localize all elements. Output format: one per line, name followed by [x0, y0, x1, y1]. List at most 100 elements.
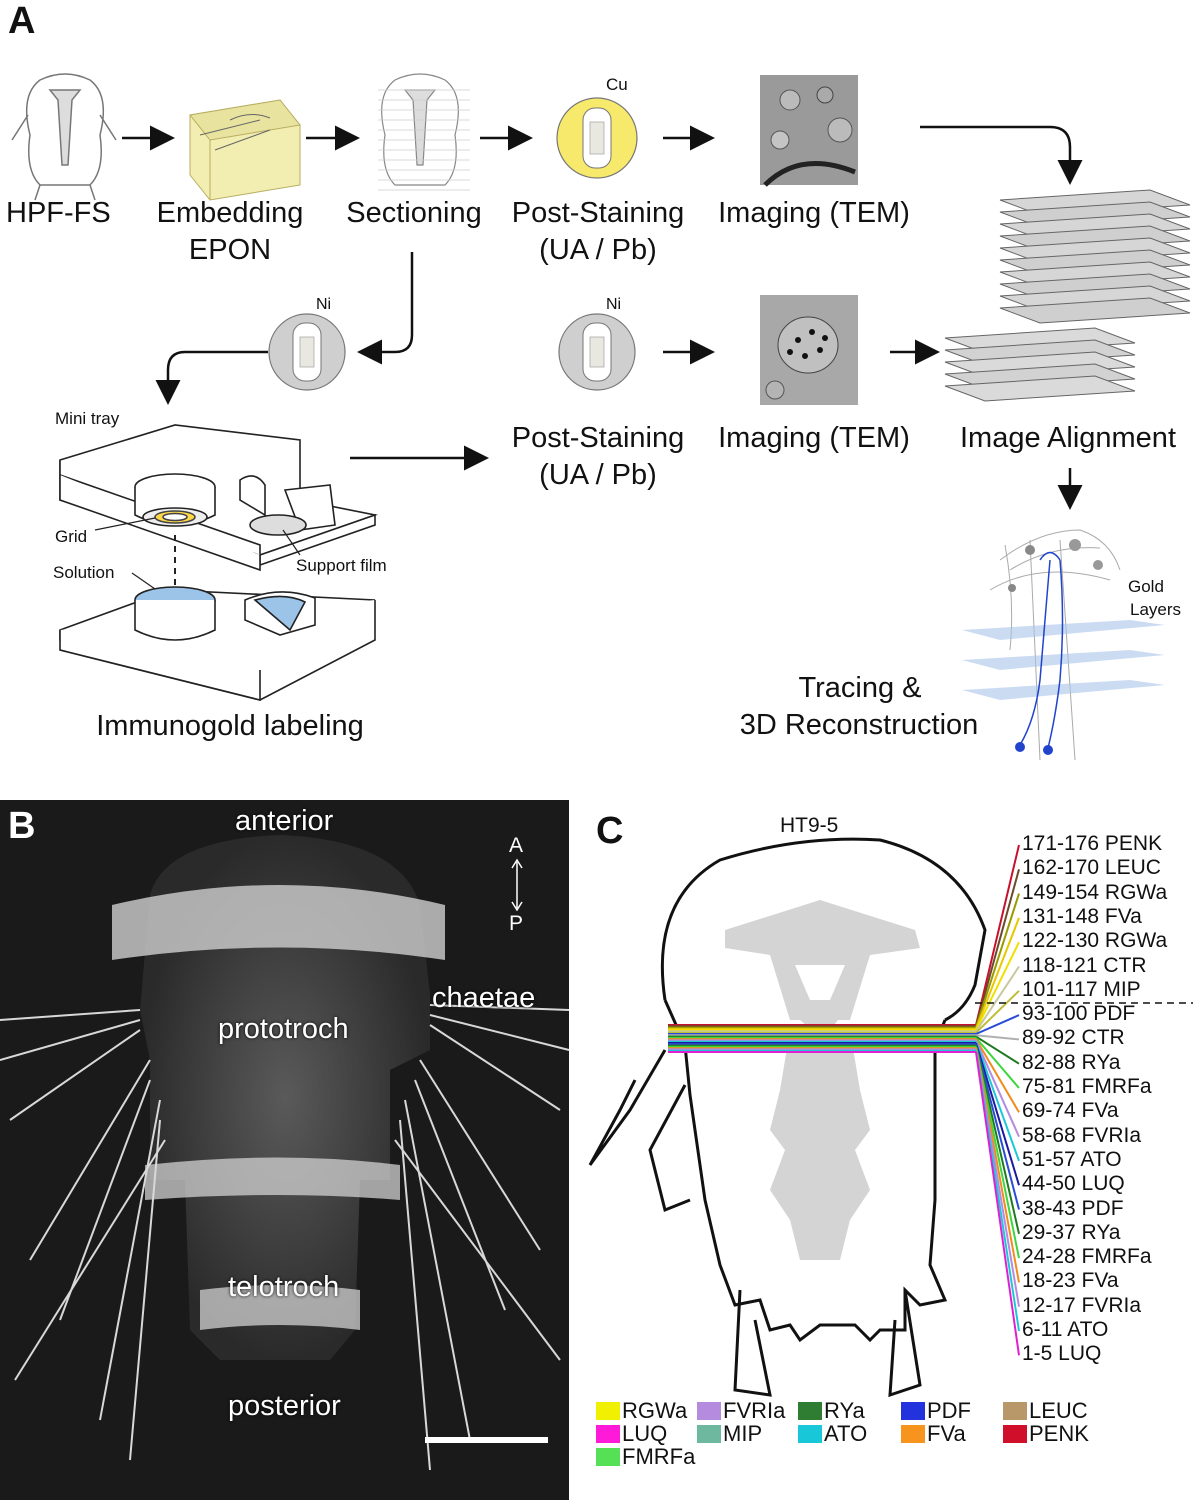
larva-outline-c — [588, 837, 987, 1398]
section-fan-line — [975, 1051, 1020, 1356]
section-label: 58-68 FVRIa — [1022, 1123, 1142, 1147]
label-support-film: Support film — [296, 556, 387, 575]
section-fan-line — [975, 917, 1020, 1030]
section-fan-line — [975, 1040, 1020, 1138]
section-label: 6-11 ATO — [1022, 1318, 1109, 1341]
section-fan-line — [975, 1042, 1020, 1186]
section-label: 93-100 PDF — [1022, 1002, 1136, 1026]
legend-label: RYa — [824, 1398, 865, 1423]
legend-swatch — [1003, 1425, 1027, 1443]
section-label: 12-17 FVRIa — [1022, 1293, 1142, 1317]
legend-label: PDF — [927, 1398, 971, 1423]
mini-tray-diagram — [59, 424, 379, 572]
legend-item: LEUC — [1003, 1398, 1088, 1423]
panel-letter-a: A — [8, 0, 36, 42]
legend-label: MIP — [723, 1421, 763, 1446]
step-poststain-bottom-1: Post-Staining — [511, 422, 685, 454]
section-label: 162-170 LEUC — [1022, 856, 1161, 880]
step-hpf: HPF-FS — [6, 197, 111, 229]
step-immunogold: Immunogold labeling — [96, 710, 364, 742]
step-tracing-1: Tracing & — [798, 672, 922, 704]
legend-swatch — [798, 1402, 822, 1420]
legend-item: FVa — [901, 1421, 966, 1446]
label-prototroch: prototroch — [218, 1013, 349, 1045]
image-stack-top — [999, 189, 1191, 324]
section-fan-line — [975, 1035, 1020, 1065]
legend-swatch — [901, 1425, 925, 1443]
label-grid: Grid — [55, 527, 88, 546]
label-telotroch: telotroch — [228, 1271, 340, 1303]
label-posterior: posterior — [228, 1390, 341, 1422]
arrow-top-to-alignment — [920, 125, 1083, 185]
section-fan-line — [975, 965, 1020, 1032]
step-poststain-bottom-2: (UA / Pb) — [539, 459, 657, 491]
section-fan-line — [975, 893, 1020, 1028]
legend-item: RYa — [798, 1398, 865, 1423]
label-chaetae: chaetae — [432, 982, 536, 1014]
section-label: 18-23 FVa — [1022, 1269, 1119, 1293]
legend-swatch — [596, 1402, 620, 1420]
section-label: 44-50 LUQ — [1022, 1172, 1125, 1196]
sem-micrograph — [0, 800, 570, 1500]
section-fan-line — [975, 1014, 1020, 1035]
legend-item: FVRIa — [697, 1398, 786, 1423]
step-poststain-top-2: (UA / Pb) — [539, 234, 657, 266]
step-sectioning: Sectioning — [346, 197, 482, 229]
legend-item: MIP — [697, 1421, 763, 1446]
grid-pointer — [94, 517, 156, 531]
legend-label: LUQ — [622, 1421, 668, 1446]
arrow-ni-to-tray — [155, 350, 268, 405]
section-fan-line — [975, 1037, 1020, 1089]
copper-grid-icon — [556, 97, 638, 179]
nickel-grid-icon-left — [268, 313, 346, 391]
solution-tray-diagram — [59, 586, 376, 702]
legend-item: ATO — [798, 1421, 867, 1446]
section-label: 29-37 RYa — [1022, 1220, 1121, 1244]
section-fan-lines — [668, 844, 1020, 1356]
section-label: 1-5 LUQ — [1022, 1342, 1102, 1366]
legend-label: FMRFa — [622, 1444, 696, 1469]
section-label: 171-176 PENK — [1022, 832, 1163, 855]
section-label: 75-81 FMRFa — [1022, 1075, 1152, 1098]
legend-label: FVRIa — [723, 1398, 786, 1423]
section-label: 69-74 FVa — [1022, 1099, 1119, 1123]
section-fan-line — [975, 869, 1020, 1027]
arrow-sectioning-to-ni — [357, 252, 414, 365]
legend-swatch — [798, 1425, 822, 1443]
legend-label: LEUC — [1029, 1398, 1088, 1423]
label-ni-right: Ni — [606, 296, 622, 313]
panel-letter-b: B — [8, 805, 36, 847]
section-fan-line — [975, 1044, 1020, 1210]
legend-swatch — [1003, 1402, 1027, 1420]
legend-label: PENK — [1029, 1421, 1089, 1446]
section-label: 51-57 ATO — [1022, 1147, 1122, 1171]
section-fan-line — [975, 1034, 1020, 1041]
legend-item: PENK — [1003, 1421, 1089, 1446]
panel-letter-c: C — [596, 810, 624, 852]
section-label: 149-154 RGWa — [1022, 880, 1168, 904]
label-mini-tray: Mini tray — [55, 409, 120, 428]
section-label: 38-43 PDF — [1022, 1196, 1124, 1220]
section-label: 118-121 CTR — [1022, 953, 1147, 977]
legend-swatch — [697, 1402, 721, 1420]
larva-hpf-icon — [11, 73, 117, 201]
section-label: 122-130 RGWa — [1022, 929, 1168, 953]
label-ni-left: Ni — [316, 296, 332, 313]
section-label: 24-28 FMRFa — [1022, 1245, 1152, 1269]
axis-label-p: P — [509, 912, 524, 935]
section-fan-line — [975, 941, 1020, 1031]
section-fan-line — [975, 990, 1020, 1034]
section-fan-line — [975, 1038, 1020, 1113]
legend-item: PDF — [901, 1398, 971, 1423]
step-tracing-2: 3D Reconstruction — [739, 709, 979, 741]
step-embedding-2: EPON — [188, 234, 272, 266]
legend-item: RGWa — [596, 1398, 687, 1423]
step-embedding-1: Embedding — [156, 197, 304, 229]
legend-swatch — [697, 1425, 721, 1443]
neuron-reconstruction-image — [962, 529, 1165, 761]
step-poststain-top-1: Post-Staining — [511, 197, 685, 229]
section-label: 82-88 RYa — [1022, 1050, 1121, 1074]
tem-image-bottom — [760, 295, 858, 405]
legend-label: FVa — [927, 1421, 966, 1446]
